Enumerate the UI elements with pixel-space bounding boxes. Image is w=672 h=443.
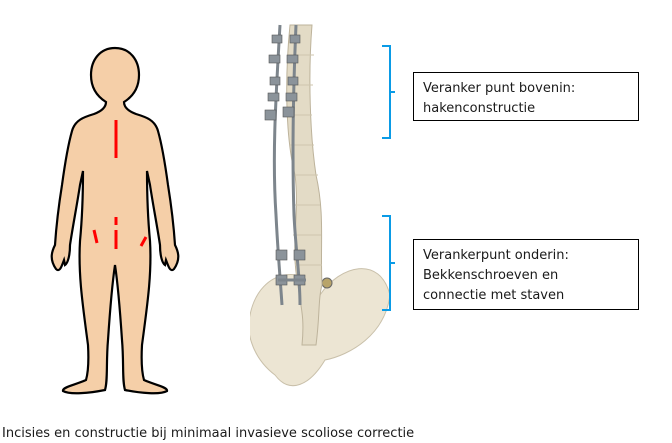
figure-caption: Incisies en constructie bij minimaal inv… xyxy=(2,426,415,441)
upper-bracket xyxy=(382,45,396,140)
lower-label-line3: connectie met staven xyxy=(423,288,565,303)
upper-label-line1: Veranker punt bovenin: xyxy=(423,81,576,96)
lower-bracket xyxy=(382,215,396,312)
upper-anchor-label: Veranker punt bovenin: hakenconstructie xyxy=(413,72,639,121)
spine-implant-illustration xyxy=(248,15,391,395)
human-body-figure xyxy=(50,45,180,400)
lower-label-line1: Verankerpunt onderin: xyxy=(423,248,569,263)
lower-anchor-label: Verankerpunt onderin: Bekkenschroeven en… xyxy=(413,239,639,310)
upper-label-line2: hakenconstructie xyxy=(423,101,536,116)
lower-label-line2: Bekkenschroeven en xyxy=(423,268,559,283)
